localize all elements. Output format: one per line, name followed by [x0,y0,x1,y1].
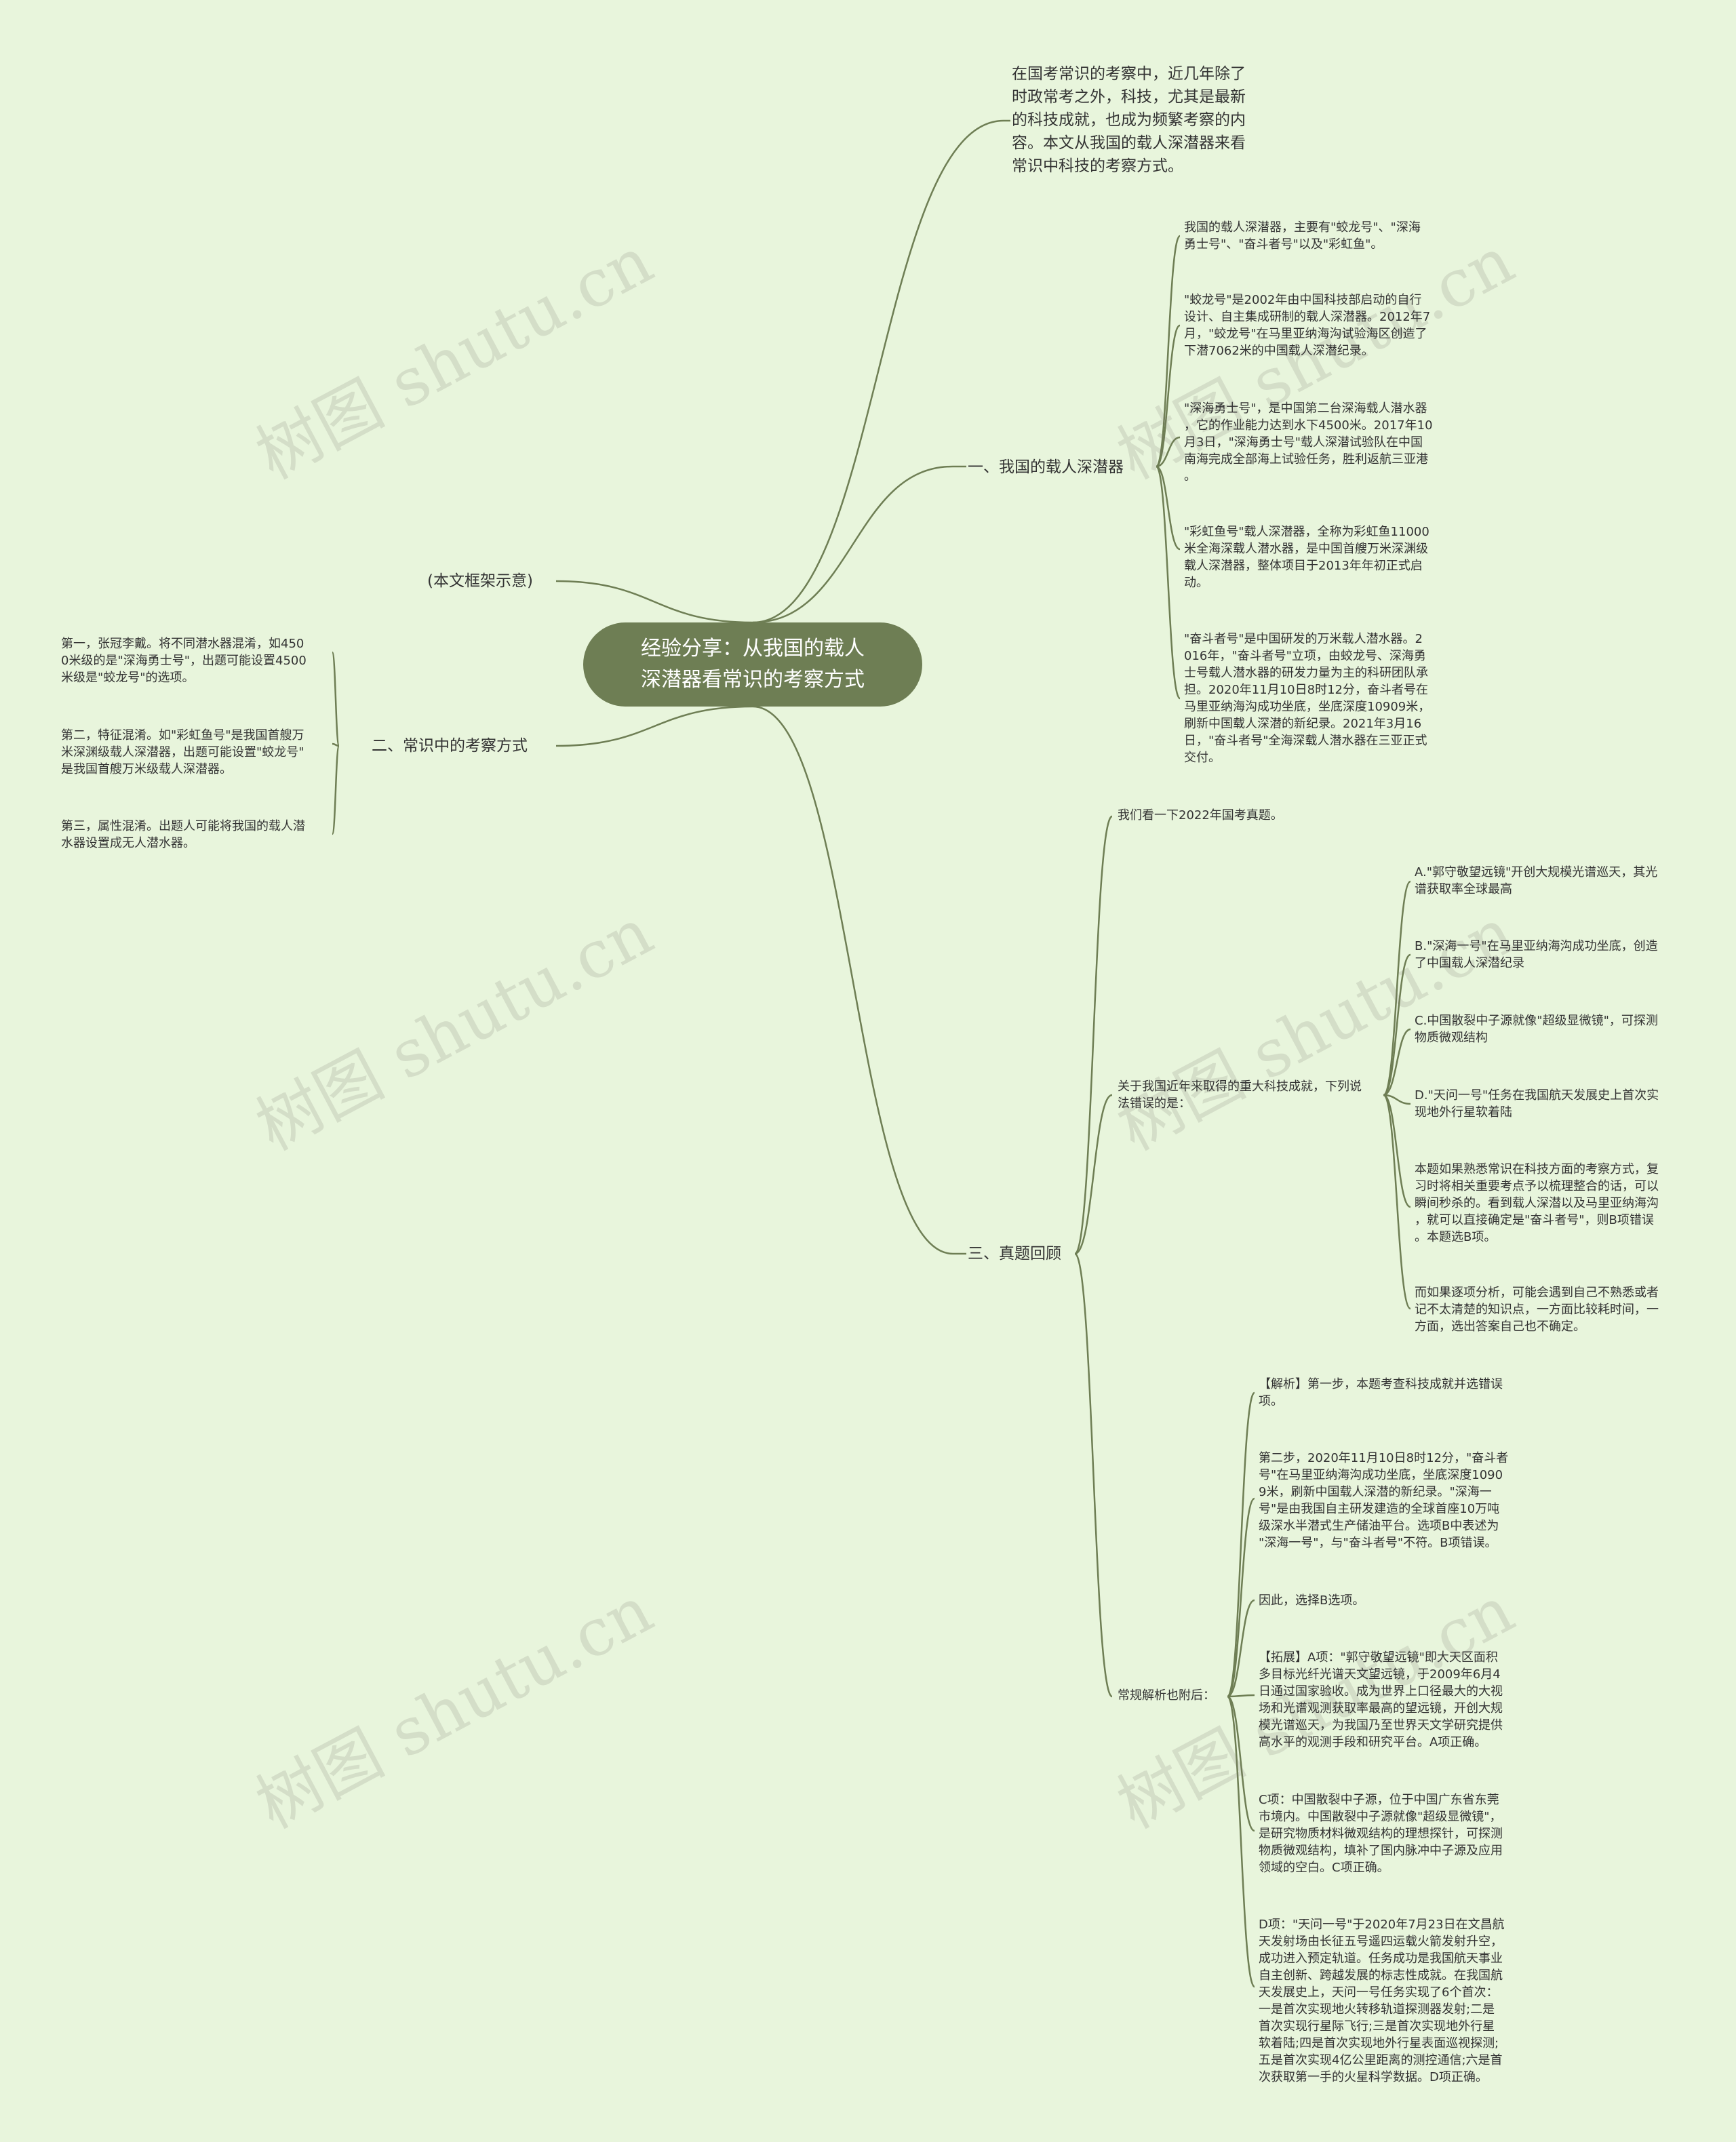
link-branch2 [555,705,753,747]
branch1-item[interactable]: "深海勇士号"，是中国第二台深海载人潜水器 ，它的作业能力达到水下4500米。2… [1184,401,1433,483]
branch1-bracket [1155,235,1181,468]
branch1-bracket [1156,465,1181,551]
branch3-sub3[interactable]: 常规解析也附后： [1118,1688,1215,1703]
root-topic-label: 经验分享：从我国的载人 深潜器看常识的考察方式 [641,637,865,692]
analysis-item[interactable]: 因此，选择B选项。 [1259,1593,1365,1608]
framework-label[interactable]: (本文框架示意) [427,572,533,590]
analysis-item[interactable]: C项：中国散裂中子源，位于中国广东省东莞 市境内。中国散裂中子源就像"超级显微镜… [1259,1793,1503,1875]
branch1-bracket [1155,465,1181,700]
sub3-bracket [1227,1695,1255,1832]
analysis-item[interactable]: 【拓展】A项："郭守敬望远镜"即大天区面积 多目标光纤光谱天文望远镜，于2009… [1259,1650,1503,1749]
question-option[interactable]: D."天问一号"任务在我国航天发展史上首次实 现地外行星软着陆 [1415,1088,1659,1119]
sub3-bracket [1227,1694,1255,1698]
branch1-item[interactable]: "蛟龙号"是2002年由中国科技部启动的自行 设计、自主集成研制的载人深潜器。2… [1184,293,1431,358]
branch1-bracket [1156,436,1181,468]
branch1-item[interactable]: 我国的载人深潜器，主要有"蛟龙号"、"深海 勇士号"、"奋斗者号"以及"彩虹鱼"… [1184,220,1421,252]
sub2-bracket [1383,1094,1411,1208]
sub2-bracket [1383,953,1411,1096]
intro-text[interactable]: 在国考常识的考察中，近几年除了 时政常考之外，科技，尤其是最新 的科技成就，也成… [1012,65,1246,175]
link-intro [752,119,1004,624]
branch1-item[interactable]: "奋斗者号"是中国研发的万米载人潜水器。2 016年，"奋斗者号"立项，由蛟龙号… [1184,632,1431,765]
branch1-bracket [1155,324,1181,468]
question-option[interactable]: B."深海一号"在马里亚纳海沟成功坐底，创造 了中国载人深潜纪录 [1415,939,1658,970]
branch2-item[interactable]: 第一，张冠李戴。将不同潜水器混淆，如450 0米级的是"深海勇士号"，出题可能设… [61,637,307,685]
branch2-item[interactable]: 第二，特征混淆。如"彩虹鱼号"是我国首艘万 米深渊级载人深潜器，出题可能设置"蛟… [61,728,304,776]
link-branch3 [752,705,953,1255]
root-topic[interactable]: 经验分享：从我国的载人 深潜器看常识的考察方式 [583,622,922,707]
sub2-bracket [1383,1028,1411,1096]
branch1-title[interactable]: 一、我国的载人深潜器 [968,458,1124,476]
branch2-title[interactable]: 二、常识中的考察方式 [372,737,528,755]
sub3-bracket [1227,1599,1255,1698]
sub3-bracket [1226,1391,1256,1698]
branch3-link-sub1 [1073,815,1113,1255]
sub2-bracket [1382,880,1412,1096]
sub3-bracket [1226,1497,1256,1698]
branch2-bracket [331,651,340,747]
question-option[interactable]: A."郭守敬望远镜"开创大规模光谱巡天，其光 谱获取率全球最高 [1415,865,1658,896]
branch2-item[interactable]: 第三，属性混淆。出题人可能将我国的载人潜 水器设置成无人潜水器。 [61,819,305,850]
question-option[interactable]: C.中国散裂中子源就像"超级显微镜"，可探测 物质微观结构 [1415,1014,1658,1045]
link-branch1 [752,465,953,624]
branch3-link-sub2 [1074,1094,1113,1255]
sub3-bracket [1226,1695,1256,1988]
branch2-bracket [331,745,340,835]
branch3-link-sub3 [1073,1252,1113,1698]
analysis-item[interactable]: 【解析】第一步，本题考查科技成就并选错误 项。 [1259,1377,1503,1408]
question-note[interactable]: 而如果逐项分析，可能会遇到自己不熟悉或者 记不太清楚的知识点，一方面比较耗时间，… [1415,1286,1659,1334]
analysis-item[interactable]: 第二步，2020年11月10日8时12分，"奋斗者 号"在马里亚纳海沟成功坐底，… [1259,1451,1509,1550]
analysis-item[interactable]: D项："天问一号"于2020年7月23日在文昌航 天发射场由长征五号遥四运载火箭… [1259,1918,1505,2084]
branch3-title[interactable]: 三、真题回顾 [968,1245,1061,1263]
question-note[interactable]: 本题如果熟悉常识在科技方面的考察方式，复 习时将相关重要考点予以梳理整合的话，可… [1415,1162,1659,1244]
sub2-bracket [1382,1094,1412,1310]
branch1-item[interactable]: "彩虹鱼号"载人深潜器，全称为彩虹鱼11000 米全海深载人潜水器，是中国首艘万… [1184,525,1429,590]
branch3-sub2[interactable]: 关于我国近年来取得的重大科技成就，下列说 法错误的是： [1118,1079,1362,1111]
sub2-bracket [1383,1094,1411,1105]
link-framework [555,580,753,624]
branch3-sub1[interactable]: 我们看一下2022年国考真题。 [1118,808,1283,822]
